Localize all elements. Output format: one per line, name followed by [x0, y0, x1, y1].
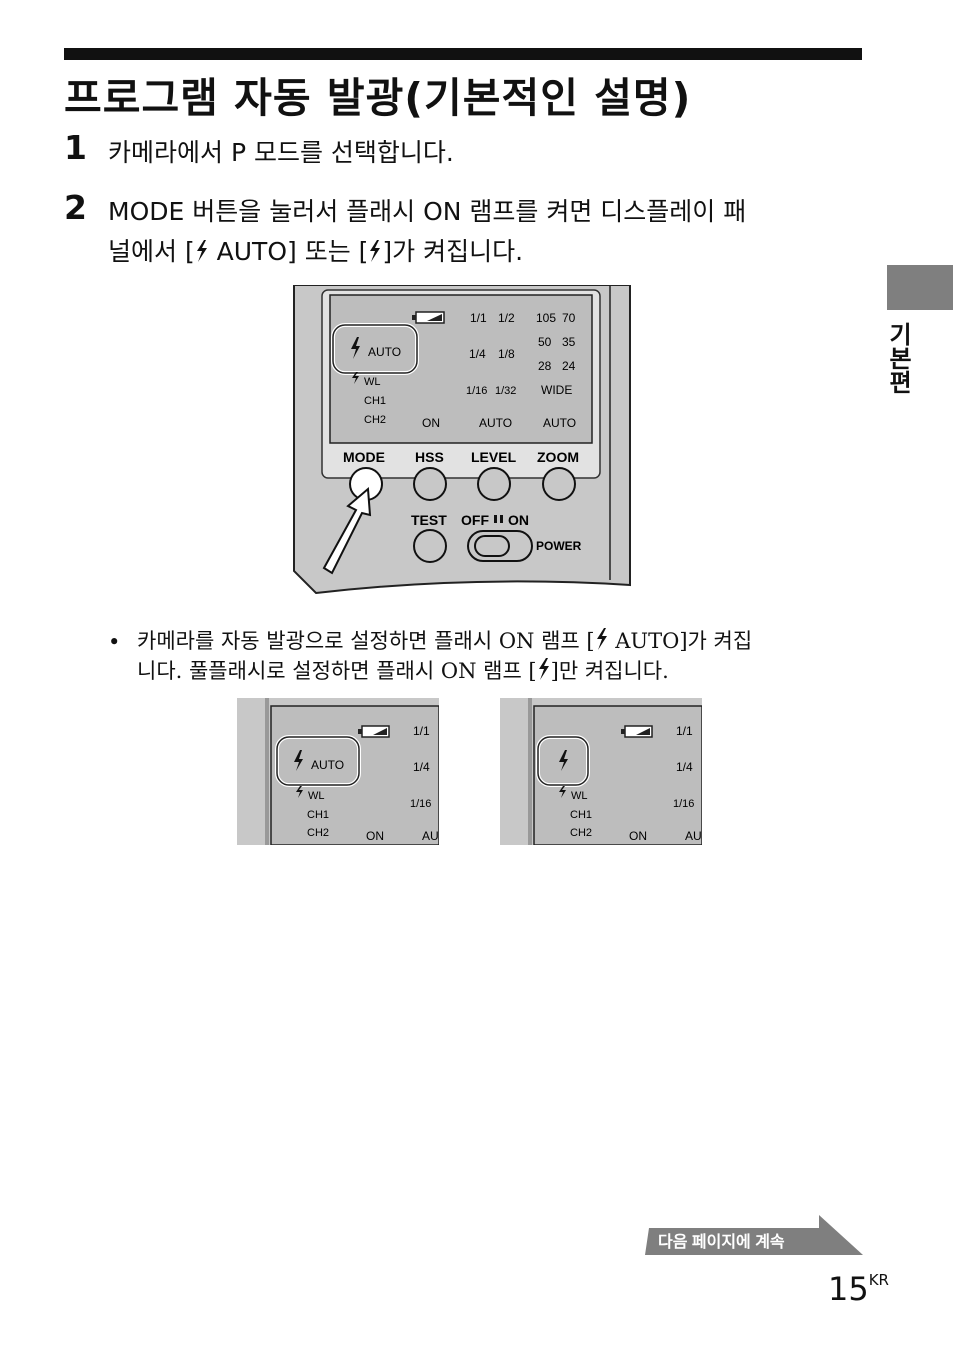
- step-1-number: 1: [64, 128, 87, 167]
- crop-level-1-16: 1/16: [410, 798, 431, 810]
- flash-icon: [294, 750, 303, 771]
- zoom-50: 50: [538, 335, 552, 349]
- level-button[interactable]: [477, 467, 511, 501]
- zoom-wide: WIDE: [541, 383, 572, 397]
- on-label: ON: [508, 512, 529, 528]
- level-1-8: 1/8: [498, 347, 515, 361]
- step-2-line2: 널에서 [ AUTO] 또는 [ ]가 켜집니다.: [108, 232, 523, 272]
- display-ch1: CH1: [364, 395, 386, 407]
- page-title: 프로그램 자동 발광(기본적인 설명): [64, 74, 692, 122]
- flash-icon: [351, 337, 360, 359]
- continued-label: 다음 페이지에 계속: [658, 1232, 785, 1251]
- level-1-32: 1/32: [495, 385, 516, 397]
- crop-ch1: CH1: [307, 809, 329, 821]
- step-2-text-c: ]가 켜집니다.: [382, 237, 524, 266]
- crop-wl: WL: [308, 790, 325, 802]
- level-1-1: 1/1: [470, 311, 487, 325]
- crop-status-on: ON: [366, 829, 384, 843]
- pointer-arrow-icon: [322, 486, 372, 575]
- flash-icon: [559, 750, 568, 771]
- crop-ch2: CH2: [307, 827, 329, 839]
- crop2-ch1: CH1: [570, 809, 592, 821]
- step-2-text-b: AUTO] 또는 [: [208, 237, 369, 266]
- zoom-70: 70: [562, 311, 576, 325]
- crop-status-auto: AUTO: [422, 829, 439, 843]
- hss-button[interactable]: [413, 467, 447, 501]
- zoom-35: 35: [562, 335, 576, 349]
- note-text-b: AUTO]가 켜집: [608, 629, 753, 653]
- test-label: TEST: [411, 512, 447, 528]
- section-tab: [887, 265, 953, 310]
- crop2-ch2: CH2: [570, 827, 592, 839]
- step-1-text: 카메라에서 P 모드를 선택합니다.: [108, 138, 454, 167]
- flash-icon: [196, 240, 207, 262]
- page-number-value: 15: [828, 1270, 869, 1308]
- flash-control-panel-illustration: AUTO WL CH1 CH2 1/1 1/2 1/4 1/8 1/16 1/3…: [293, 285, 631, 595]
- step-2-text-a: 널에서 [: [108, 237, 195, 266]
- page-number-suffix: KR: [868, 1271, 889, 1289]
- title-rule: [64, 48, 862, 60]
- hss-label: HSS: [415, 449, 444, 465]
- zoom-28: 28: [538, 359, 552, 373]
- flash-icon: [370, 240, 381, 262]
- level-1-4: 1/4: [469, 347, 486, 361]
- crop2-status-auto: AUTO: [685, 829, 702, 843]
- status-on: ON: [422, 416, 440, 430]
- crop2-level-1-4: 1/4: [676, 760, 693, 774]
- flash-icon: [596, 628, 607, 650]
- display-wl: WL: [364, 376, 381, 388]
- page-number: 15KR: [828, 1270, 889, 1308]
- wireless-flash-icon: [296, 786, 303, 798]
- crop2-wl: WL: [571, 790, 588, 802]
- step-2-number: 2: [64, 188, 87, 227]
- continued-next-page-banner: 다음 페이지에 계속: [645, 1215, 863, 1255]
- zoom-button[interactable]: [542, 467, 576, 501]
- level-label: LEVEL: [471, 449, 517, 465]
- zoom-24: 24: [562, 359, 576, 373]
- crop2-status-on: ON: [629, 829, 647, 843]
- crop-auto: AUTO: [311, 758, 344, 772]
- level-1-2: 1/2: [498, 311, 515, 325]
- note-line-1: 카메라를 자동 발광으로 설정하면 플래시 ON 램프 [ AUTO]가 켜집: [137, 626, 752, 656]
- mode-label: MODE: [343, 449, 385, 465]
- note-text-a: 카메라를 자동 발광으로 설정하면 플래시 ON 램프 [: [137, 629, 595, 653]
- zoom-label: ZOOM: [537, 449, 579, 465]
- note-line-2: 니다. 풀플래시로 설정하면 플래시 ON 램프 [ ]만 켜집니다.: [137, 656, 669, 686]
- note-text-c: 니다. 풀플래시로 설정하면 플래시 ON 램프 [: [137, 659, 537, 683]
- crop-level-1-1: 1/1: [413, 724, 430, 738]
- crop2-level-1-16: 1/16: [673, 798, 694, 810]
- wireless-flash-icon: [352, 372, 359, 384]
- display-crop-auto: AUTO WL CH1 CH2 1/1 1/4 1/16 ON AUTO: [237, 698, 439, 845]
- status-auto-zoom: AUTO: [543, 416, 576, 430]
- display-auto: AUTO: [368, 345, 401, 359]
- crop-level-1-4: 1/4: [413, 760, 430, 774]
- test-button[interactable]: [413, 529, 447, 563]
- note-bullet: •: [108, 630, 121, 654]
- off-label: OFF: [461, 512, 489, 528]
- section-label: 기본편: [884, 322, 912, 394]
- flash-icon: [538, 658, 549, 680]
- status-auto-level: AUTO: [479, 416, 512, 430]
- step-2-line1: MODE 버튼을 눌러서 플래시 ON 램프를 켜면 디스플레이 패: [108, 197, 747, 226]
- note-text-d: ]만 켜집니다.: [550, 659, 669, 683]
- wireless-flash-icon: [559, 786, 566, 798]
- zoom-105: 105: [536, 311, 556, 325]
- display-crop-full-flash: WL CH1 CH2 1/1 1/4 1/16 ON AUTO: [500, 698, 702, 845]
- crop2-level-1-1: 1/1: [676, 724, 693, 738]
- display-ch2: CH2: [364, 414, 386, 426]
- power-label: POWER: [536, 539, 582, 553]
- level-1-16: 1/16: [466, 385, 487, 397]
